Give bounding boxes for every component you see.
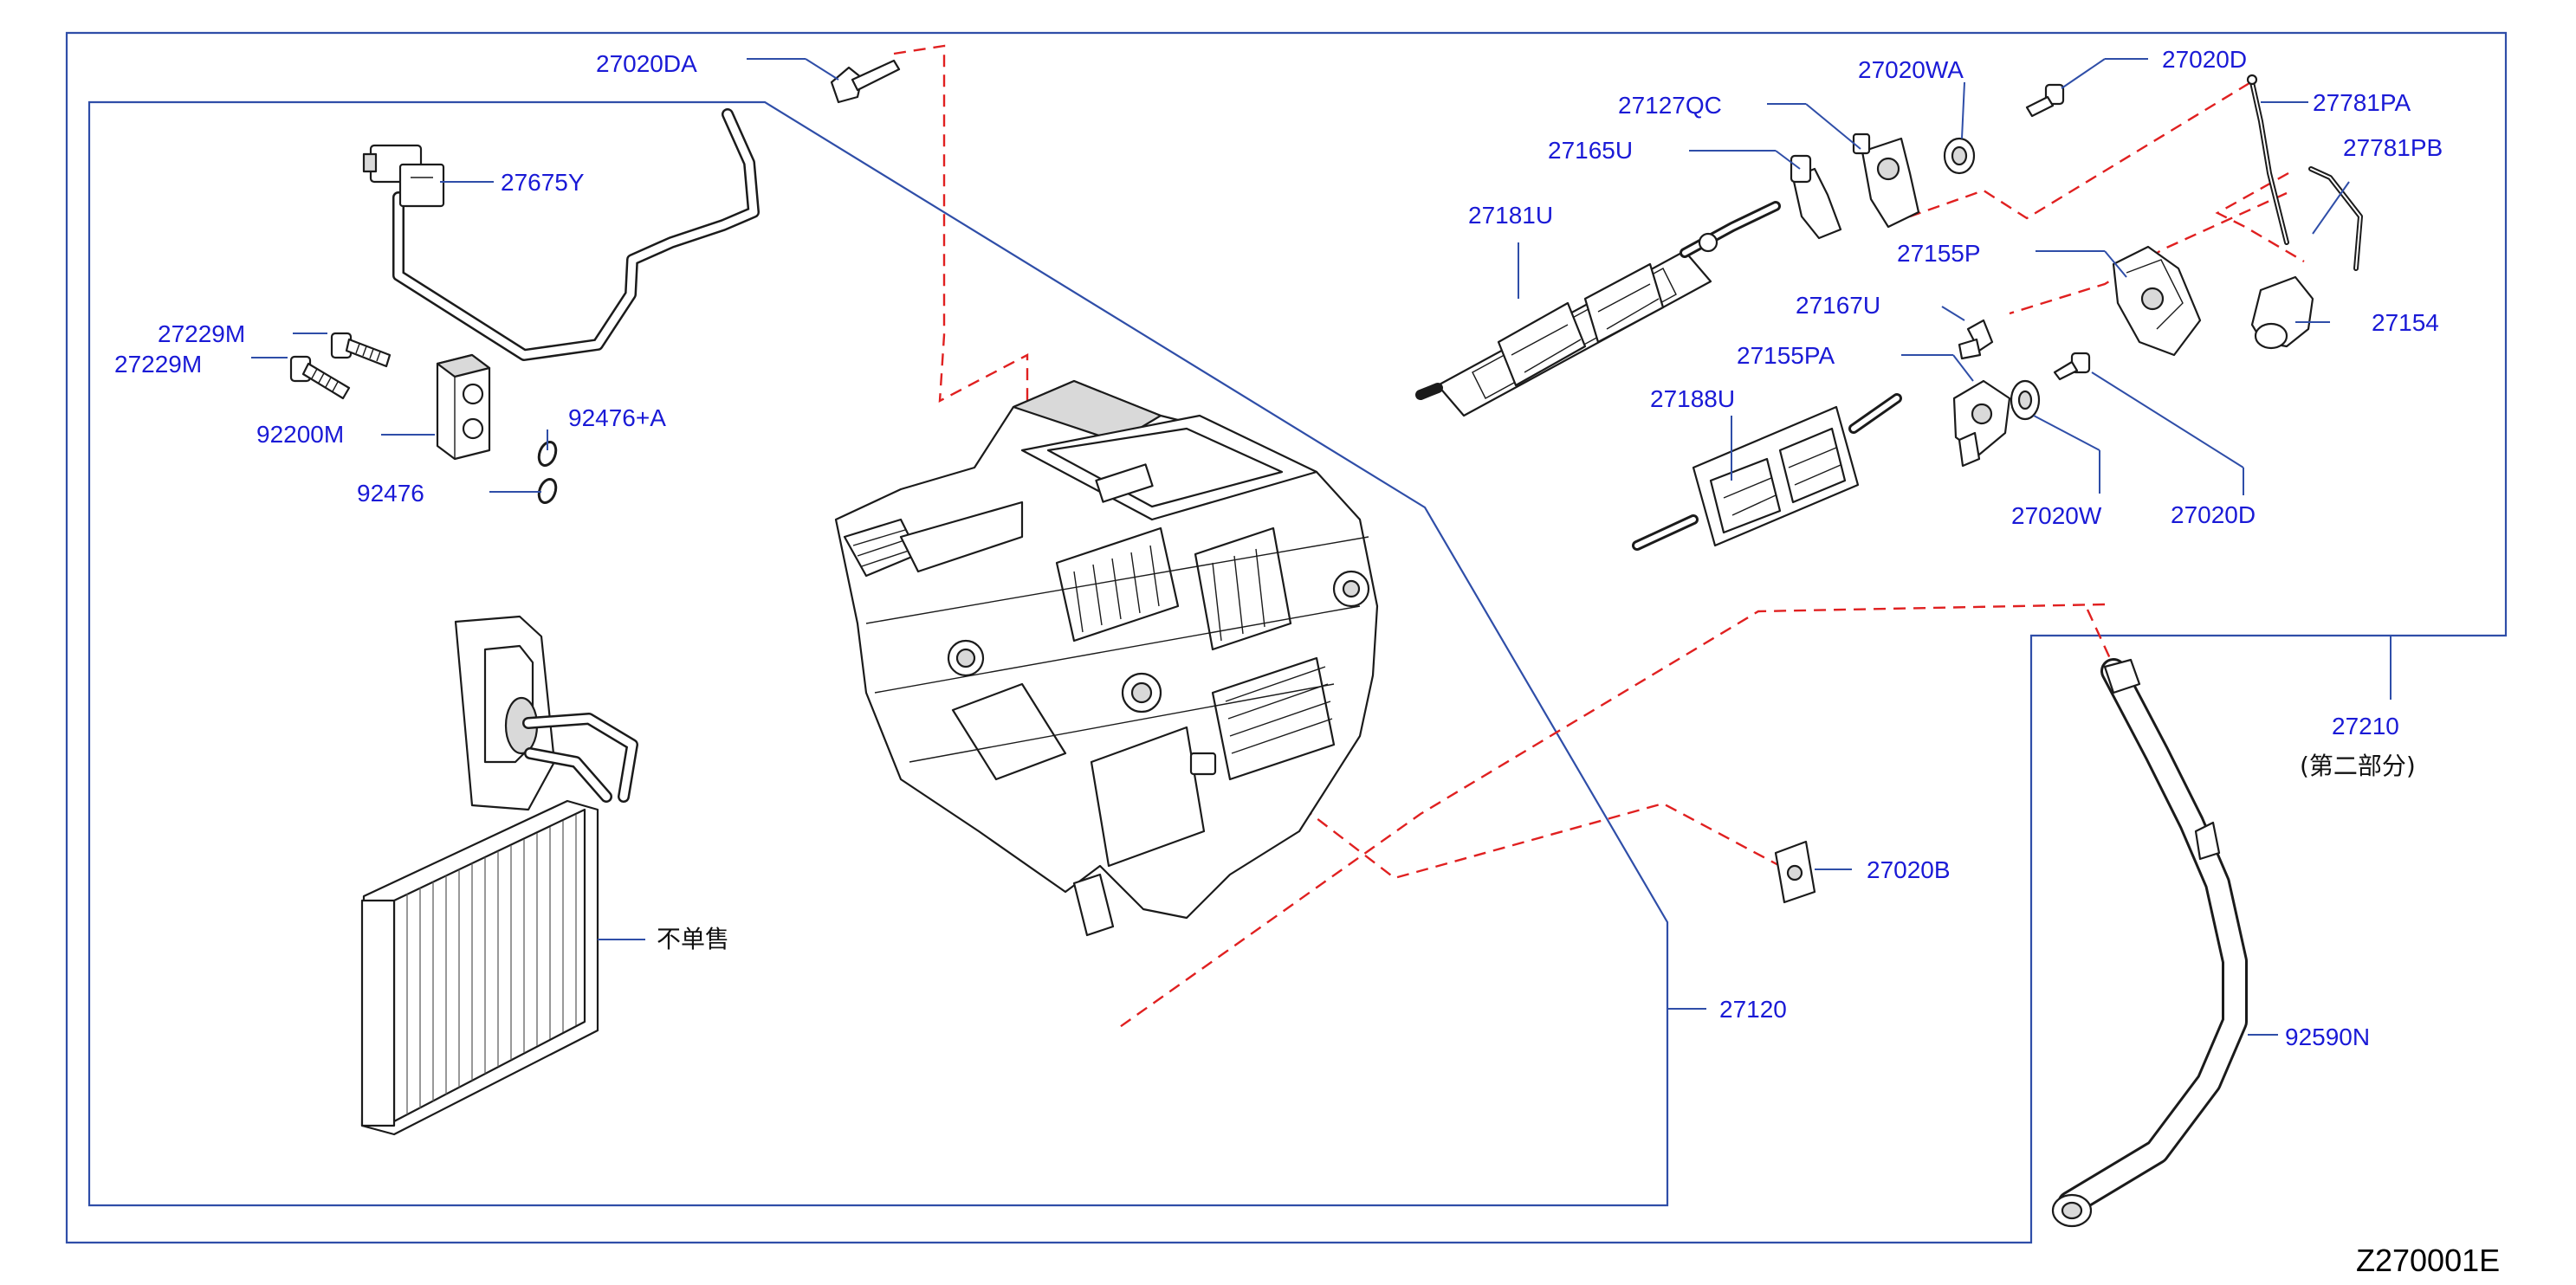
- sensor-wire-assembly: [362, 108, 760, 361]
- part-number-labels: 27020DA 27675Y 27229M 27229M 92200M 9247…: [114, 46, 2443, 1050]
- link-plate-27155p: [2112, 245, 2202, 357]
- label-27167u: 27167U: [1796, 292, 1880, 319]
- label-92590n: 92590N: [2285, 1023, 2370, 1050]
- link-27155pa: [1952, 379, 2011, 468]
- label-27675y: 27675Y: [501, 169, 585, 196]
- drain-hose-92590n: [2051, 658, 2248, 1228]
- o-ring-92476a: [537, 440, 558, 468]
- actuator-27127qc: [1852, 132, 1920, 229]
- lever-27154: [2250, 275, 2314, 350]
- link-rod-27781pb: [2308, 166, 2363, 271]
- label-27020w: 27020W: [2011, 502, 2102, 529]
- evaporator-core: [360, 615, 638, 1136]
- screw-27020d-upper: [2025, 83, 2065, 118]
- o-ring-92476: [537, 477, 558, 505]
- label-27020wa: 27020WA: [1858, 56, 1964, 83]
- label-27229m-upper: 27229M: [158, 320, 245, 347]
- outer-assembly-frame-27210: [65, 31, 2508, 1244]
- label-27781pa: 27781PA: [2313, 89, 2411, 116]
- label-92476: 92476: [357, 480, 424, 507]
- label-27020d-lower: 27020D: [2171, 501, 2256, 528]
- label-27181u: 27181U: [1468, 202, 1553, 229]
- label-27020da: 27020DA: [596, 50, 697, 77]
- label-27165u: 27165U: [1548, 137, 1633, 164]
- link-rod-27781pa: [2246, 74, 2289, 245]
- label-27210: 27210: [2332, 713, 2399, 739]
- label-27229m-lower: 27229M: [114, 351, 202, 378]
- lever-27167u: [1958, 319, 1994, 360]
- label-27020d-upper: 27020D: [2162, 46, 2247, 73]
- inner-assembly-frame-27120: [87, 100, 1669, 1207]
- screw-27020d-lower: [2053, 352, 2091, 381]
- leader-lines: [251, 58, 2392, 1036]
- mode-door-27188u: [1632, 393, 1902, 551]
- heater-case-housing: [834, 379, 1379, 937]
- dashed-connection-lines: [893, 44, 2305, 1030]
- bolt-27229m-upper: [330, 332, 392, 368]
- label-27781pb: 27781PB: [2343, 134, 2443, 161]
- label-27188u: 27188U: [1650, 385, 1735, 412]
- label-27154: 27154: [2372, 309, 2439, 336]
- label-27120: 27120: [1719, 996, 1787, 1023]
- label-27127qc: 27127QC: [1618, 92, 1722, 119]
- label-92476a: 92476+A: [568, 404, 666, 431]
- label-92200m: 92200M: [256, 421, 344, 448]
- label-not-sold-separately: 不单售: [657, 925, 729, 953]
- label-27020b: 27020B: [1867, 856, 1951, 883]
- expansion-valve-92200m: [436, 353, 491, 461]
- lever-27165u: [1790, 154, 1842, 240]
- label-27155p: 27155P: [1897, 240, 1981, 267]
- screw-27020da: [830, 59, 901, 104]
- bolt-27229m-lower: [289, 355, 351, 400]
- gear-27020w: [2010, 379, 2041, 421]
- clip-27020b: [1774, 840, 1816, 904]
- label-27210-note: (第二部分): [2300, 752, 2416, 780]
- mode-door-27181u: [1415, 201, 1781, 417]
- diagram-code: Z270001E: [2356, 1243, 2500, 1278]
- gear-27020wa: [1943, 137, 1976, 175]
- label-27155pa: 27155PA: [1737, 342, 1835, 369]
